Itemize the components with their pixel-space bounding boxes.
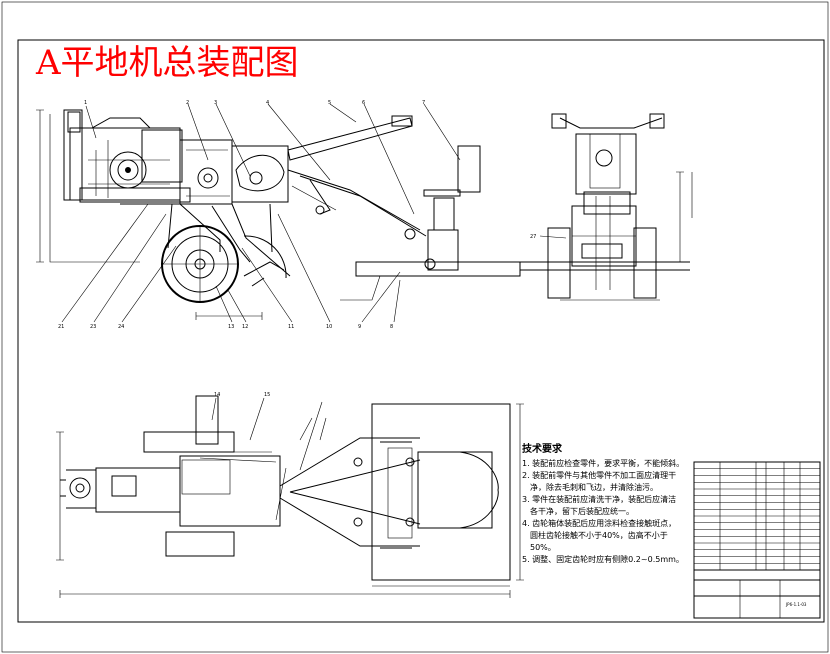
part-label-10: 10 <box>326 324 332 330</box>
part-label-6: 6 <box>362 100 365 106</box>
rear-plate <box>371 403 511 581</box>
note-line: 5. 调整、固定齿轮时应有侧隙0.2~0.5mm。 <box>522 554 684 564</box>
front-wheel-bottom <box>165 531 235 557</box>
right-wheel <box>633 227 657 299</box>
part-label-5: 5 <box>328 100 331 106</box>
gearbox-housing <box>179 139 233 205</box>
note-line: 各干净，留下后装配应统一。 <box>530 506 634 516</box>
note-line: 2. 装配前零件与其他零件不加工面应清理干 <box>522 470 676 480</box>
drawing-title: A平地机总装配图 <box>35 43 299 83</box>
part-label-13: 13 <box>228 324 234 330</box>
seat-back <box>457 145 481 193</box>
drawing-border <box>17 39 825 623</box>
part-label-9: 9 <box>358 324 361 330</box>
note-line: 50%。 <box>530 543 556 552</box>
notes-heading: 技术要求 <box>522 442 563 455</box>
drawing-number: JP6-1.1-03 <box>785 602 807 607</box>
note-line: 3. 零件在装配前应清洗干净，装配后应清洁 <box>522 494 676 504</box>
technical-notes: 技术要求 1. 装配前应检查零件，要求平衡，不能倾斜。 2. 装配前零件与其他零… <box>522 442 684 564</box>
front-wheel-top <box>143 431 235 453</box>
part-label-7: 7 <box>422 100 425 106</box>
part-label-2: 2 <box>186 100 189 106</box>
part-label-27: 27 <box>530 234 536 240</box>
title-block: JP6-1.1-03 <box>693 461 821 619</box>
platform <box>355 261 521 277</box>
engine-block <box>69 127 181 201</box>
part-label-23: 23 <box>90 324 96 330</box>
height-dim <box>36 109 44 263</box>
part-label-8: 8 <box>390 324 393 330</box>
part-label-14: 14 <box>214 392 220 398</box>
note-line: 净，除去毛刺和飞边，并清除油污。 <box>530 482 658 492</box>
side-view <box>520 113 693 301</box>
part-label-24: 24 <box>118 324 124 330</box>
note-line: 4. 齿轮箱体装配后应用涂料检查接触斑点， <box>522 518 676 528</box>
engine-top <box>95 467 181 513</box>
part-label-12: 12 <box>242 324 248 330</box>
left-wheel <box>547 227 571 299</box>
part-label-11: 11 <box>288 324 294 330</box>
note-line: 1. 装配前应检查零件，要求平衡，不能倾斜。 <box>522 458 684 468</box>
plan-view <box>56 395 524 598</box>
blade-cover <box>235 154 285 192</box>
front-elevation-view <box>36 103 521 323</box>
part-label-1: 1 <box>84 100 87 106</box>
blade-arc <box>243 235 287 279</box>
handlebar <box>287 117 413 161</box>
note-line: 圆柱齿轮接触不小于40%，齿高不小于 <box>530 530 668 540</box>
part-label-21: 21 <box>58 324 64 330</box>
part-label-15: 15 <box>264 392 270 398</box>
part-label-4: 4 <box>266 100 269 106</box>
part-label-3: 3 <box>214 100 217 106</box>
